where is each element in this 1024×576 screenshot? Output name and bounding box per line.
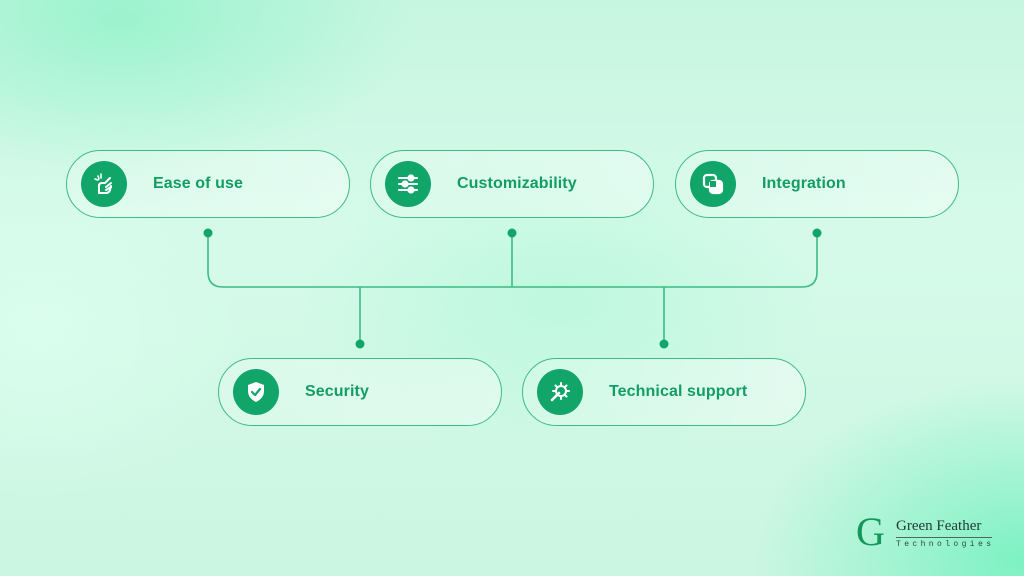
sliders-icon: [385, 161, 431, 207]
node-label: Integration: [762, 175, 846, 192]
node-label: Ease of use: [153, 175, 244, 192]
logo-mark: G: [856, 509, 885, 554]
integration-squares-icon: [690, 161, 736, 207]
node-label: Security: [305, 383, 369, 400]
shield-check-icon: [233, 369, 279, 415]
logo-name: Green Feather: [896, 518, 982, 534]
node-security[interactable]: Security: [218, 358, 502, 426]
connector-dot: [507, 228, 517, 238]
connector-dot: [203, 228, 213, 238]
snap-fingers-icon: [81, 161, 127, 207]
connector-dot: [659, 339, 669, 349]
node-label: Customizability: [457, 175, 577, 192]
node-integration[interactable]: Integration: [675, 150, 959, 218]
node-customizability[interactable]: Customizability: [370, 150, 654, 218]
node-ease-of-use[interactable]: Ease of use: [66, 150, 350, 218]
wrench-gear-icon: [537, 369, 583, 415]
brand-logo: G Green Feather Technologies: [856, 512, 1006, 556]
connector-dot: [355, 339, 365, 349]
logo-divider: [896, 537, 992, 538]
node-technical-support[interactable]: Technical support: [522, 358, 806, 426]
connector-dot: [812, 228, 822, 238]
logo-subtitle: Technologies: [896, 540, 995, 549]
node-label: Technical support: [609, 383, 748, 400]
